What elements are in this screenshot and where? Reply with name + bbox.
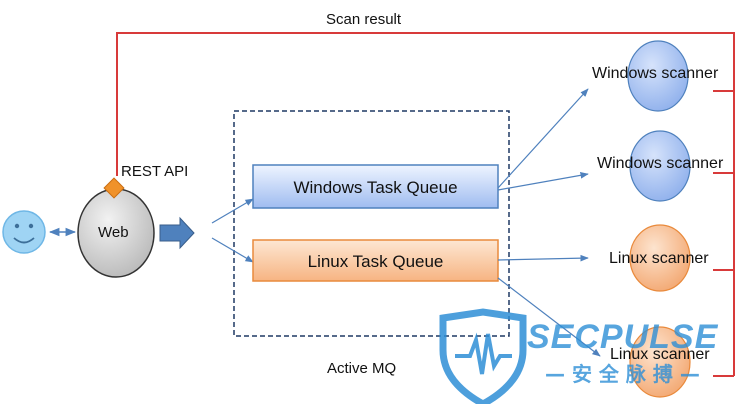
- scanner-label: Windows scanner: [597, 155, 724, 172]
- active-mq-container: [233, 110, 510, 337]
- scanner-label: Windows scanner: [592, 65, 719, 82]
- user-face-icon: [2, 210, 46, 254]
- windows-task-queue: [252, 164, 499, 209]
- scanner-label: Linux scanner: [609, 250, 709, 267]
- windows-queue-label: Windows Task Queue: [293, 178, 458, 197]
- windows-scanner-node: [629, 130, 691, 202]
- scan-result-label: Scan result: [326, 11, 402, 28]
- rest-api-diamond-icon: [103, 177, 125, 199]
- scan-result-line: [116, 32, 735, 377]
- linux-scanner-node: [629, 326, 691, 398]
- windows-scanner-node: [627, 40, 689, 112]
- linux-scanner-node: [629, 224, 691, 292]
- arrow-windows-scanner-2: [497, 172, 589, 191]
- web-label: Web: [98, 224, 129, 241]
- linux-queue-label: Linux Task Queue: [307, 252, 444, 271]
- arrow-linux-scanner-1: [497, 254, 589, 262]
- linux-task-queue: [252, 239, 499, 282]
- block-arrow-icon: [159, 216, 195, 250]
- scanner-label: Linux scanner: [610, 346, 710, 363]
- to-linux-queue-arrow: [211, 237, 254, 263]
- secpulse-shield-icon: [439, 308, 527, 404]
- to-windows-queue-arrow: [211, 198, 254, 224]
- active-mq-label: Active MQ: [327, 360, 397, 377]
- arrow-linux-scanner-2: [497, 277, 601, 357]
- watermark-brand: SECPULSE: [527, 318, 719, 356]
- watermark-tagline: — 安 全 脉 搏 —: [545, 362, 700, 386]
- rest-api-label: REST API: [121, 163, 189, 180]
- arrow-windows-scanner-1: [497, 88, 589, 189]
